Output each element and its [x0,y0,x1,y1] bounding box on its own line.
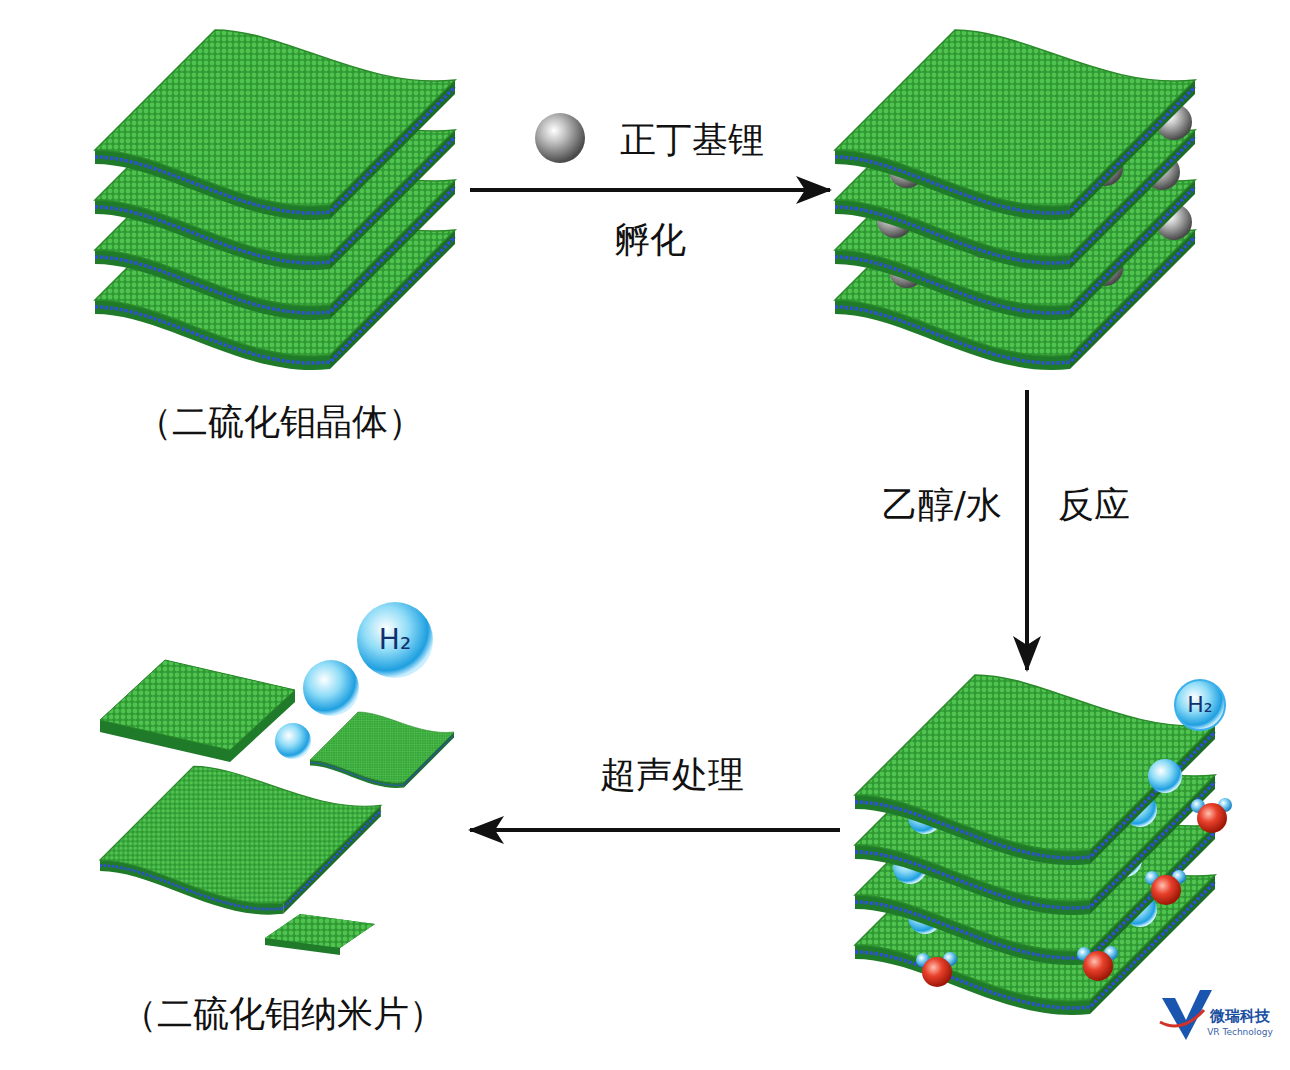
water-molecule [1145,870,1186,905]
sheet-face [835,30,1195,206]
bubble-rim [1175,680,1225,730]
step-label: 孵化 [614,218,686,261]
process-stage [830,20,1215,390]
hydrogen-bubble [275,723,311,759]
sheet-face [855,675,1215,851]
sheet-edge [265,914,375,955]
hydrogen-bubble [1148,759,1182,793]
sheet-face [310,712,454,782]
stage-caption: （二硫化钼晶体） [90,400,470,443]
lithium-reagent-symbol [535,113,585,163]
mos2-sheet [835,30,1195,220]
mos2-sheet [100,766,381,914]
water-molecule [1077,946,1118,981]
hydrogen-bubble [303,660,359,716]
reagent-label: 正丁基锂 [620,118,764,161]
hydrogen-label: H₂ [1187,692,1212,718]
hydrogen-bubble [357,602,433,678]
process-arrow [1025,390,1029,670]
bulk-crystal [95,30,455,370]
mos2-sheet [855,675,1215,865]
sheet-face [265,914,375,948]
oxygen-atom [1083,951,1113,981]
process-arrow [470,828,840,832]
oxygen-atom [1197,803,1227,833]
oxygen-atom [1151,875,1181,905]
sheet-face [100,766,381,903]
process-stage: （二硫化钼纳米片） [95,600,470,1040]
process-stage: （二硫化钼晶体） [90,20,470,450]
water-molecule [1191,798,1232,833]
hydrogen-bubble [1175,680,1225,730]
sheet-face [100,660,295,750]
oxygen-atom [922,957,952,987]
sheet-face [95,30,455,206]
step-label: 反应 [1058,483,1130,526]
mos2-sheet [310,712,454,788]
nanosheets [100,602,454,955]
sheet-edge [100,660,295,762]
reagent-label: 乙醇/水 [882,483,1002,526]
process-stage [840,670,1230,1040]
illustration-part [1160,1010,1204,1026]
watermark: VR Technology [1207,1027,1273,1038]
process-arrow [470,188,830,192]
stage-caption: （二硫化钼纳米片） [95,992,470,1035]
water-molecule [916,952,957,987]
reacting-crystal [855,675,1232,1015]
hydrogen-label: H₂ [379,623,411,657]
mos2-sheet [95,30,455,220]
watermark: 微瑞科技 [1210,1007,1270,1025]
intercalated-crystal [835,30,1195,370]
arrow-label: 超声处理 [600,753,744,796]
illustration-part [1162,990,1212,1040]
watermark-logo [1160,990,1212,1040]
